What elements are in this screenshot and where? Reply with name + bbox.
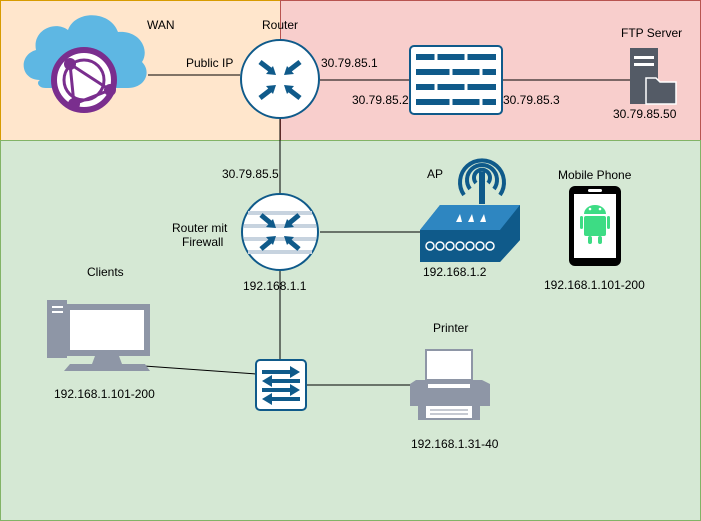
firewall-icon	[409, 45, 503, 115]
clients-label: Clients	[87, 265, 124, 279]
server-icon	[630, 48, 677, 105]
printer-label: Printer	[433, 321, 468, 335]
routerfw-top-ip-label: 30.79.85.5	[222, 167, 279, 181]
wan-label: WAN	[147, 18, 175, 32]
mobile-ip-label: 192.168.1.101-200	[544, 278, 645, 292]
link-clients-switch	[129, 364, 257, 375]
routerfw-label-line2: Firewall	[182, 235, 223, 249]
router-firewall-icon	[241, 193, 319, 271]
ftp-server-ip-label: 30.79.85.50	[613, 107, 677, 121]
mobile-label: Mobile Phone	[558, 168, 632, 182]
router-icon	[240, 39, 320, 119]
switch-icon	[255, 359, 307, 411]
ap-label: AP	[427, 167, 443, 181]
clients-ip-label: 192.168.1.101-200	[54, 387, 155, 401]
public-ip-label: Public IP	[186, 56, 233, 70]
cloud-globe-icon	[23, 15, 147, 113]
access-point-icon	[420, 158, 520, 262]
router-label: Router	[262, 18, 298, 32]
desktop-pc-icon	[47, 300, 150, 371]
connections	[129, 74, 630, 386]
printer-ip-label: 192.168.1.31-40	[411, 437, 499, 451]
printer-icon	[410, 349, 490, 420]
ftp-server-label: FTP Server	[621, 26, 682, 40]
ap-ip-label: 192.168.1.2	[423, 265, 487, 279]
android-phone-icon	[569, 186, 621, 266]
router-ip-label: 30.79.85.1	[321, 56, 378, 70]
firewall-left-ip-label: 30.79.85.2	[352, 93, 409, 107]
routerfw-ip-label: 192.168.1.1	[243, 279, 307, 293]
firewall-right-ip-label: 30.79.85.3	[503, 93, 560, 107]
routerfw-label-line1: Router mit	[172, 221, 228, 235]
